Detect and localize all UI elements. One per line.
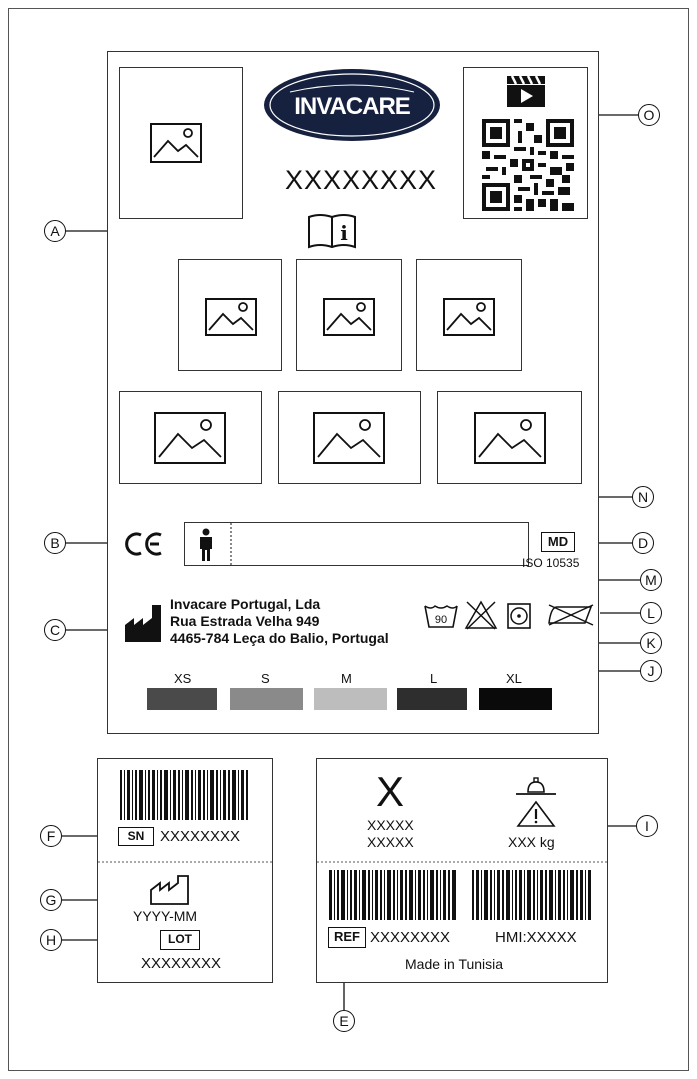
video-clapper-icon xyxy=(507,75,545,107)
image-placeholder-row2-3 xyxy=(437,391,582,484)
size-label-s: S xyxy=(261,671,270,686)
date-value: YYYY-MM xyxy=(133,908,198,924)
manufacturer-street: Rua Estrada Velha 949 xyxy=(170,613,320,629)
size-color-l xyxy=(397,688,467,710)
size-label-l: L xyxy=(430,671,438,686)
size-code-1: XXXXX xyxy=(367,817,414,833)
manufacturer-city: 4465-784 Leça do Balio, Portugal xyxy=(170,630,389,646)
image-icon xyxy=(150,123,202,163)
ref-badge: REF xyxy=(328,927,366,948)
barcode-hmi xyxy=(472,870,591,920)
callout-o: O xyxy=(638,104,660,126)
callout-m: M xyxy=(640,569,662,591)
wash-90-icon: 90 xyxy=(424,605,458,628)
page-frame xyxy=(8,8,689,1071)
product-code: XXXXXXXX xyxy=(285,165,438,195)
invacare-logo: INVACARE xyxy=(264,69,440,141)
sn-badge: SN xyxy=(118,827,154,846)
image-placeholder-row1-3 xyxy=(416,259,522,371)
user-weight-field xyxy=(184,522,529,566)
lot-badge: LOT xyxy=(160,930,200,950)
callout-i: I xyxy=(636,815,658,837)
qr-code xyxy=(482,119,574,211)
image-placeholder-main xyxy=(119,67,243,219)
image-icon xyxy=(154,412,226,464)
manufacture-date-icon xyxy=(150,875,189,905)
image-icon xyxy=(205,298,257,336)
barcode-ref xyxy=(329,870,456,920)
svg-text:i: i xyxy=(340,221,348,245)
callout-b: B xyxy=(44,532,66,554)
barcode-sn xyxy=(120,770,248,820)
dotted-separator xyxy=(317,861,607,863)
max-load-icon xyxy=(516,777,556,827)
size-letter: X xyxy=(376,768,405,815)
callout-n: N xyxy=(632,486,654,508)
wash-temp: 90 xyxy=(435,614,447,626)
callout-f: F xyxy=(40,825,62,847)
lot-value: XXXXXXXX xyxy=(141,955,222,972)
callout-k: K xyxy=(640,632,662,654)
callout-h: H xyxy=(40,929,62,951)
manufacturer-icon xyxy=(125,605,161,642)
image-placeholder-row2-2 xyxy=(278,391,421,484)
size-label-xl: XL xyxy=(506,671,522,686)
callout-e: E xyxy=(333,1010,355,1032)
image-icon xyxy=(313,412,385,464)
ce-mark-icon xyxy=(125,532,162,556)
manufacturer-name: Invacare Portugal, Lda xyxy=(170,596,321,612)
do-not-bleach-icon xyxy=(464,600,498,630)
size-color-xl xyxy=(479,688,552,710)
country-of-origin: Made in Tunisia xyxy=(405,956,504,972)
image-icon xyxy=(443,298,495,336)
callout-l: L xyxy=(640,602,662,624)
hmi-value: HMI:XXXXX xyxy=(495,929,577,946)
size-label-xs: XS xyxy=(174,671,192,686)
weight-value: XXX kg xyxy=(508,834,555,850)
md-badge: MD xyxy=(541,532,575,552)
size-code-2: XXXXX xyxy=(367,834,414,850)
logo-text: INVACARE xyxy=(294,93,411,120)
ref-value: XXXXXXXX xyxy=(370,929,451,946)
callout-c: C xyxy=(44,619,66,641)
dotted-divider xyxy=(230,523,232,565)
size-label-m: M xyxy=(341,671,352,686)
qr-code-box xyxy=(463,67,588,219)
image-placeholder-row1-2 xyxy=(296,259,402,371)
callout-j: J xyxy=(640,660,662,682)
size-color-xs xyxy=(147,688,217,710)
iso-standard: ISO 10535 xyxy=(522,556,580,570)
image-icon xyxy=(474,412,546,464)
callout-d: D xyxy=(632,532,654,554)
callout-g: G xyxy=(40,889,62,911)
image-placeholder-row1-1 xyxy=(178,259,282,371)
size-color-m xyxy=(314,688,387,710)
dotted-separator xyxy=(98,861,272,863)
sn-value: XXXXXXXX xyxy=(160,828,241,845)
tumble-dry-icon xyxy=(507,603,531,629)
image-placeholder-row2-1 xyxy=(119,391,262,484)
image-icon xyxy=(323,298,375,336)
size-color-s xyxy=(230,688,303,710)
do-not-iron-icon xyxy=(548,604,594,626)
person-icon xyxy=(200,528,212,561)
instructions-manual-icon: i xyxy=(308,214,356,249)
callout-a: A xyxy=(44,220,66,242)
